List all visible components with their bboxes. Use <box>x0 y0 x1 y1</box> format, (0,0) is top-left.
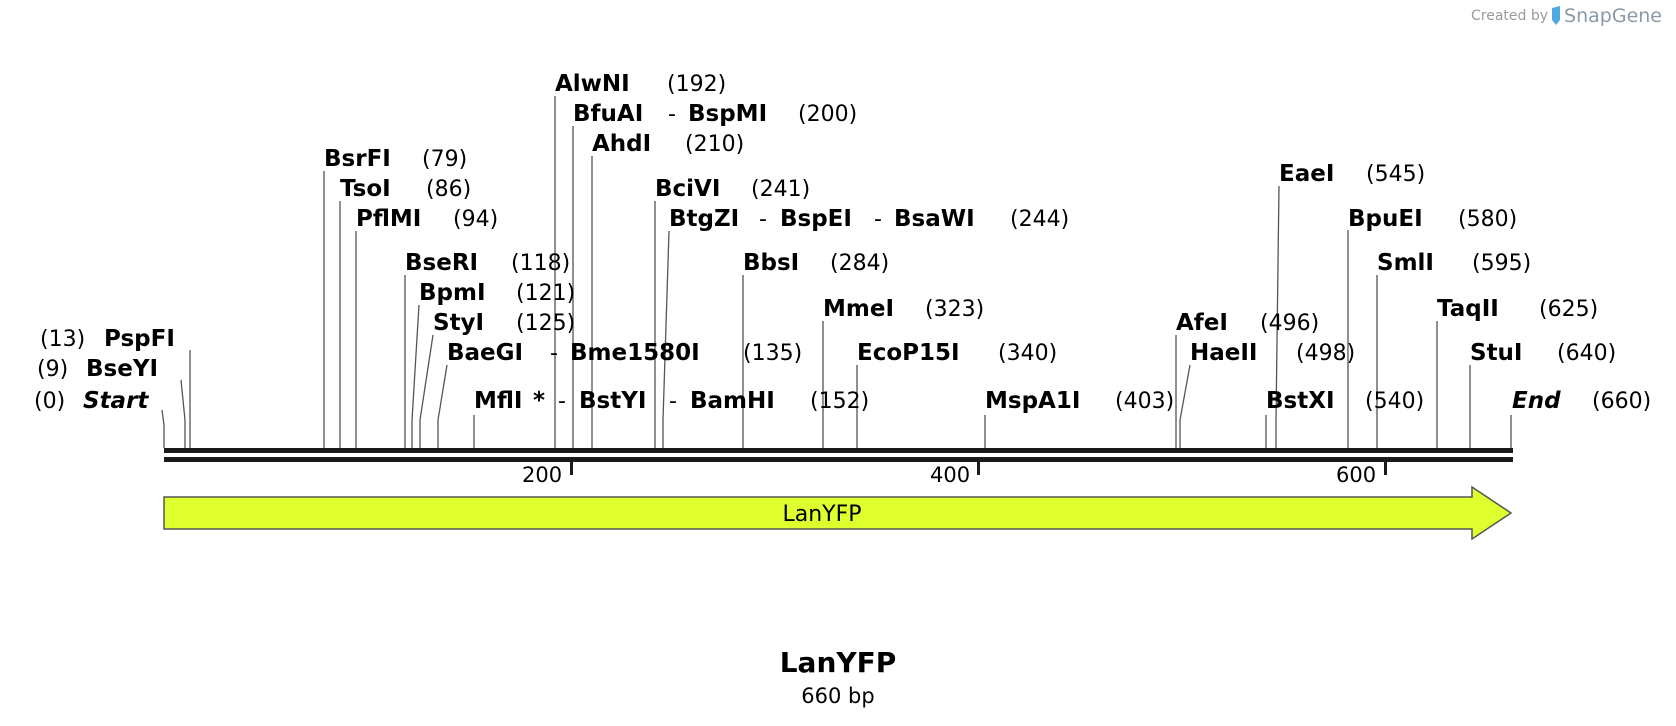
site-label-TsoI: TsoI(86) <box>340 176 471 202</box>
backbone-bottom-strand <box>164 457 1513 462</box>
feature-arrow[interactable] <box>163 485 1513 541</box>
terminal-label-end: End(660) <box>1512 388 1651 414</box>
site-label-PspFI: (13)PspFI <box>40 326 175 352</box>
site-label-BsrFI: BsrFI(79) <box>324 146 467 172</box>
ruler-tick-600 <box>1384 462 1387 475</box>
ruler-label-600: 600 <box>1336 463 1376 487</box>
ruler-label-200: 200 <box>522 463 562 487</box>
sequence-title: LanYFP <box>779 646 897 679</box>
leader-BseYI <box>180 379 186 448</box>
site-label-StuI: StuI(640) <box>1470 340 1616 366</box>
feature-lanyfp[interactable]: LanYFP <box>163 485 1513 541</box>
site-label-BseRI: BseRI(118) <box>405 250 570 276</box>
sequence-backbone <box>164 448 1513 462</box>
site-label-AhdI: AhdI(210) <box>592 131 744 157</box>
site-label-SmlI: SmlI(595) <box>1377 250 1531 276</box>
site-label-BfuAI: BfuAI-BspMI(200) <box>573 101 857 127</box>
leader-BaeGI <box>437 364 448 448</box>
site-label-MmeI: MmeI(323) <box>823 296 984 322</box>
leader-StyI <box>419 334 434 448</box>
leader-BpmI <box>411 304 420 448</box>
site-label-MspA1I: MspA1I(403) <box>985 388 1174 414</box>
leader-BtgZI <box>662 230 670 448</box>
site-label-EaeI: EaeI(545) <box>1279 161 1425 187</box>
snapgene-logo-icon <box>1552 6 1561 25</box>
sequence-map: AlwNI(192) BfuAI-BspMI(200) AhdI(210) Bs… <box>34 71 1651 541</box>
sequence-length: 660 bp <box>801 684 875 708</box>
site-label-BstXI: BstXI(540) <box>1266 388 1424 414</box>
site-label-BpmI: BpmI(121) <box>419 280 575 306</box>
ruler-label-400: 400 <box>930 463 970 487</box>
site-leaders <box>161 96 1512 448</box>
snapgene-credit: Created by SnapGene <box>1471 5 1662 27</box>
site-label-MflI: MflI*-BstYI-BamHI(152) <box>474 388 869 414</box>
site-labels: AlwNI(192) BfuAI-BspMI(200) AhdI(210) Bs… <box>34 71 1651 414</box>
site-label-BtgZI: BtgZI-BspEI-BsaWI(244) <box>669 206 1069 232</box>
leader-EaeI <box>1275 185 1280 448</box>
site-label-HaeII: HaeII(498) <box>1190 340 1355 366</box>
site-label-AlwNI: AlwNI(192) <box>555 71 726 97</box>
site-label-BbsI: BbsI(284) <box>743 250 889 276</box>
leader-Start <box>161 409 165 448</box>
ruler-tick-200 <box>570 462 573 475</box>
site-label-AfeI: AfeI(496) <box>1176 310 1319 336</box>
credit-brand: SnapGene <box>1564 5 1662 27</box>
site-label-BaeGI: BaeGI-Bme1580I(135) <box>447 340 802 366</box>
feature-label: LanYFP <box>782 502 861 527</box>
credit-prefix: Created by <box>1471 8 1549 24</box>
ruler: 200 400 600 <box>522 462 1387 487</box>
ruler-tick-400 <box>977 462 980 475</box>
site-label-PflMI: PflMI(94) <box>356 206 498 232</box>
site-label-BseYI: (9)BseYI <box>37 356 158 382</box>
site-label-BpuEI: BpuEI(580) <box>1348 206 1517 232</box>
terminal-label-start: (0)Start <box>34 388 149 414</box>
backbone-top-strand <box>164 448 1513 453</box>
site-label-BciVI: BciVI(241) <box>655 176 810 202</box>
site-label-StyI: StyI(125) <box>433 310 575 336</box>
site-label-EcoP15I: EcoP15I(340) <box>857 340 1057 366</box>
site-label-TaqII: TaqII(625) <box>1437 296 1598 322</box>
leader-HaeII <box>1179 364 1191 448</box>
